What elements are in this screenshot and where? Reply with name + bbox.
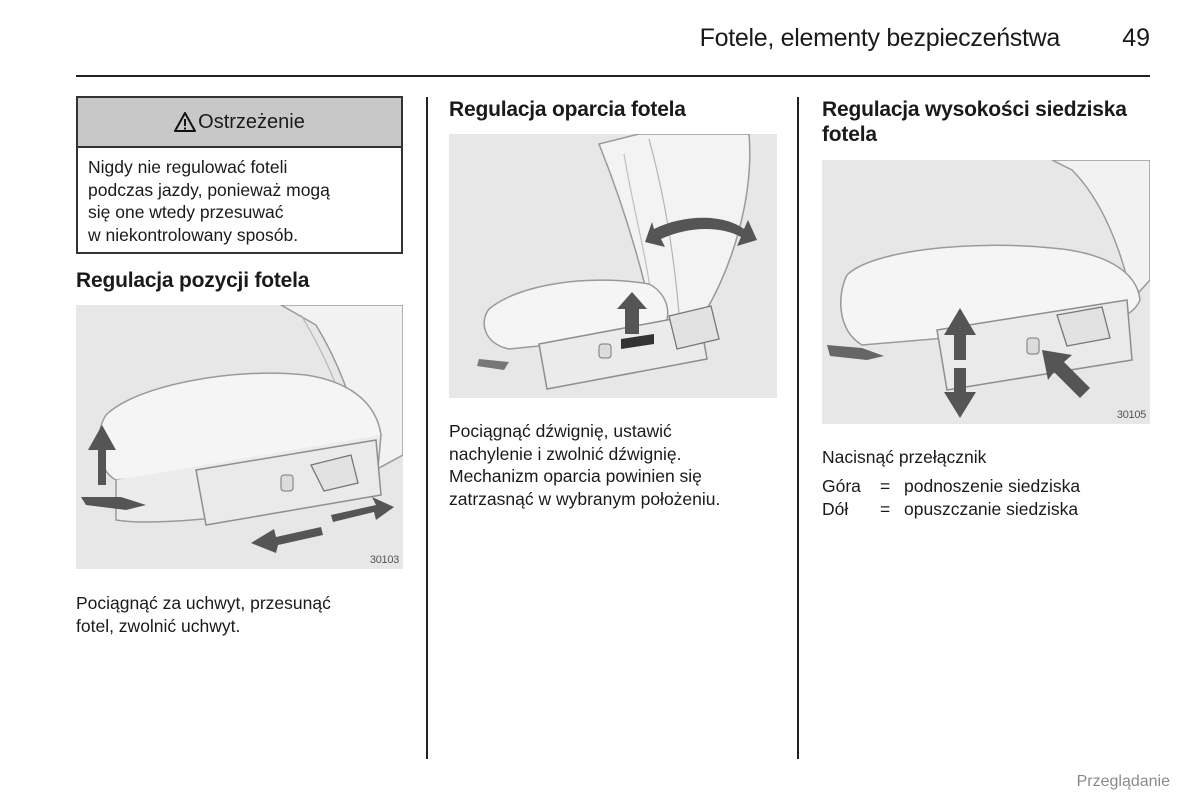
warning-title: Ostrzeżenie <box>198 110 305 133</box>
text-line: zatrzasnąć w wybranym położeniu. <box>449 488 721 509</box>
warning-box: Ostrzeżenie Nigdy nie regulować foteli p… <box>76 96 403 254</box>
browse-link[interactable]: Przeglądanie <box>1076 773 1170 790</box>
column-divider-1 <box>426 97 428 759</box>
seat-height-illustration <box>827 160 1150 418</box>
legend-value: podnoszenie siedziska <box>904 476 1081 496</box>
seat-height-intro: Nacisnąć przełącznik <box>822 447 987 467</box>
section-title-seat-height: Regulacja wysokości siedziska fotela <box>822 97 1127 147</box>
column-divider-2 <box>797 97 799 759</box>
seat-height-legend: Góra = podnoszenie siedziska Dół = opusz… <box>822 475 1142 521</box>
legend-key: Góra <box>822 476 861 496</box>
text-line: fotel, zwolnić uchwyt. <box>76 615 241 636</box>
text-line: Mechanizm oparcia powinien się <box>449 466 702 486</box>
text-line: Pociągnąć dźwignię, ustawić <box>449 421 672 441</box>
warning-line: się one wtedy przesuwać <box>88 202 284 222</box>
text-line: nachylenie i zwolnić dźwignię. <box>449 443 682 464</box>
legend-sep: = <box>880 498 891 519</box>
seat-position-text: Pociągnąć za uchwyt, przesunąć fotel, zw… <box>76 592 331 637</box>
figure-code: 30103 <box>369 554 399 566</box>
backrest-illustration <box>477 134 757 390</box>
section-title-seat-position: Regulacja pozycji fotela <box>76 269 310 292</box>
figure-seat-position: 30103 <box>76 305 403 569</box>
warning-triangle-icon <box>174 112 197 132</box>
warning-line: Nigdy nie regulować foteli <box>88 157 288 177</box>
figure-backrest <box>449 134 777 398</box>
section-title-backrest: Regulacja oparcia fotela <box>449 98 686 121</box>
section-title-line: fotela <box>822 123 877 146</box>
legend-key: Dół <box>822 498 849 519</box>
section-title-line: Regulacja wysokości siedziska <box>822 98 1127 121</box>
page-header-title: Fotele, elementy bezpieczeństwa <box>699 24 1061 52</box>
figure-code: 30105 <box>1116 409 1146 421</box>
backrest-text: Pociągnąć dźwignię, ustawić nachylenie i… <box>449 420 720 510</box>
header-rule <box>76 75 1150 77</box>
warning-header: Ostrzeżenie <box>78 98 401 148</box>
warning-line: w niekontrolowany sposób. <box>88 224 299 245</box>
figure-seat-height: 30105 <box>822 160 1150 424</box>
seat-position-illustration <box>81 305 403 553</box>
text-line: Pociągnąć za uchwyt, przesunąć <box>76 593 331 613</box>
page-number: 49 <box>1122 24 1150 52</box>
warning-text: Nigdy nie regulować foteli podczas jazdy… <box>78 148 401 246</box>
legend-sep: = <box>880 476 891 496</box>
legend-value: opuszczanie siedziska <box>904 498 1079 519</box>
warning-line: podczas jazdy, ponieważ mogą <box>88 179 330 200</box>
